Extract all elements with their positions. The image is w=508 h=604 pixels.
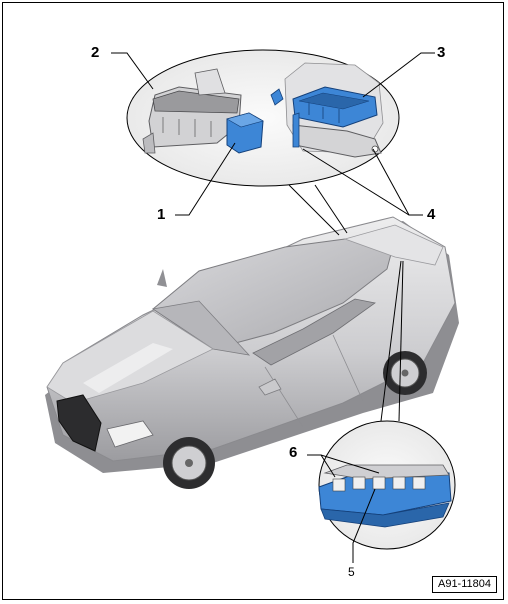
diagram-canvas <box>45 49 459 563</box>
figure-id-label: A91-11804 <box>431 576 497 593</box>
leader-lines <box>111 52 435 563</box>
control-module-1 <box>226 112 264 154</box>
callout-6: 6 <box>289 444 298 461</box>
top-detail-view <box>126 49 400 236</box>
car-illustration <box>45 216 459 489</box>
callout-3: 3 <box>437 44 446 61</box>
callout-4: 4 <box>427 206 436 223</box>
callout-1: 1 <box>157 206 166 223</box>
bracket-plate-4 <box>292 112 382 158</box>
connector-rail <box>318 464 452 528</box>
left-mounting-bracket <box>142 68 242 154</box>
callout-2: 2 <box>91 44 100 61</box>
bottom-detail-view <box>318 260 456 550</box>
diagram-frame: 2 3 1 4 6 5 A91-11804 <box>2 2 504 600</box>
callout-5: 5 <box>348 565 355 579</box>
